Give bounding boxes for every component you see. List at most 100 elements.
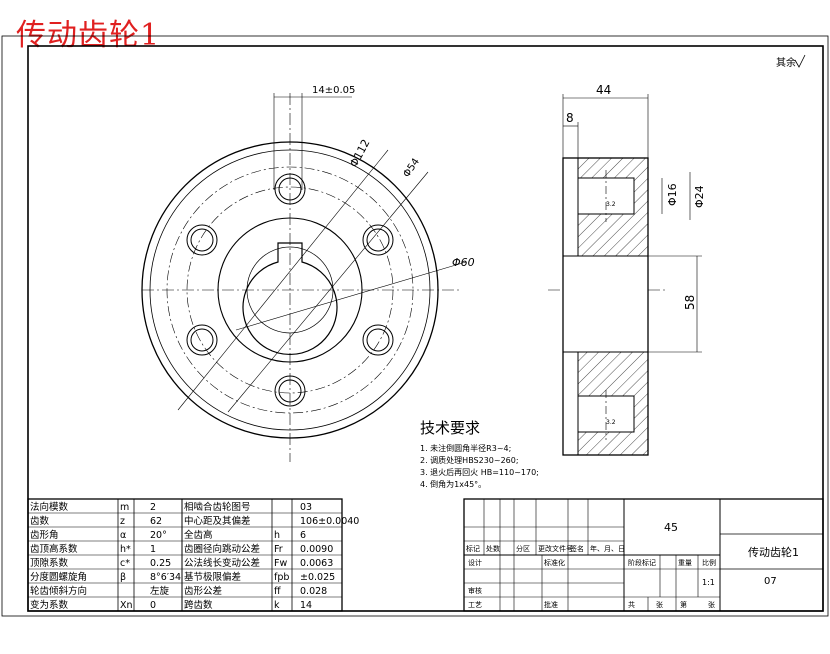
svg-text:第: 第 — [680, 600, 687, 609]
param-value2: 14 — [300, 600, 312, 611]
svg-text:重量: 重量 — [678, 559, 692, 567]
tech-item: 4. 倒角为1x45°。 — [420, 479, 486, 489]
roughness-value-1: 3.2 — [606, 201, 616, 208]
hub-circle — [217, 217, 363, 363]
material-label: 45 — [664, 521, 678, 534]
outer-border — [1, 35, 829, 617]
roughness-symbol-icon — [794, 54, 806, 68]
param-label2: 中心距及其偏差 — [184, 515, 251, 527]
param-value2: 106±0.0040 — [300, 516, 359, 527]
tech-item: 1. 未注倒圆角半径R3~4; — [420, 443, 511, 453]
param-label: 顶隙系数 — [30, 557, 69, 569]
param-symbol: h* — [120, 544, 131, 555]
svg-text:批准: 批准 — [544, 600, 558, 609]
pitch-circle — [166, 166, 414, 414]
drawing-title: 传动齿轮1 — [16, 18, 161, 53]
bolt-holes — [186, 173, 394, 407]
param-value: 左旋 — [150, 585, 170, 597]
title-block-labels: 标记 处数 分区 更改文件号 签名 年、月、日 设计 标准化 阶段标记 重量 比… — [466, 544, 716, 609]
bore-inner-circle — [246, 246, 334, 334]
dim-overall-width: 44 — [596, 83, 611, 97]
param-symbol: α — [120, 530, 126, 541]
section-view — [548, 94, 702, 456]
dim-chamfer-width: 8 — [566, 111, 574, 125]
param-label: 齿形角 — [30, 529, 59, 541]
tech-requirements-heading: 技术要求 — [420, 419, 480, 437]
param-value: 0.25 — [150, 558, 171, 569]
svg-text:处数: 处数 — [486, 544, 500, 553]
param-symbol: Xn — [120, 600, 133, 611]
param-label2: 公法线长变动公差 — [184, 557, 260, 569]
param-value2: 03 — [300, 502, 312, 513]
param-symbol: β — [120, 572, 126, 583]
surface-finish-note: 其余 — [776, 56, 796, 69]
svg-text:分区: 分区 — [516, 544, 530, 553]
svg-text:张: 张 — [708, 600, 715, 609]
dim-height: 58 — [683, 295, 697, 310]
param-label: 轮齿倾斜方向 — [30, 585, 87, 597]
param-value: 62 — [150, 516, 162, 527]
param-label: 法向模数 — [30, 501, 69, 513]
param-value: 20° — [150, 530, 167, 541]
outer-tip-circle — [141, 141, 439, 439]
svg-text:工艺: 工艺 — [468, 601, 482, 609]
param-symbol2: k — [274, 600, 280, 611]
param-value2: 0.0063 — [300, 558, 333, 569]
param-symbol2: Fr — [274, 544, 283, 555]
param-label2: 基节极限偏差 — [184, 571, 241, 583]
svg-text:标记: 标记 — [466, 544, 480, 553]
param-symbol2: Fw — [274, 558, 287, 569]
tech-item: 3. 退火后再回火 HB=110~170; — [420, 467, 539, 477]
dim-small-hole: Φ16 — [666, 183, 679, 206]
dim-line-pitch — [227, 171, 429, 413]
bolt-circle — [186, 186, 394, 394]
param-symbol2: ff — [274, 586, 281, 597]
svg-text:标准化: 标准化 — [544, 558, 565, 567]
param-symbol2: h — [274, 530, 280, 541]
param-label2: 全齿高 — [184, 529, 213, 541]
svg-text:张: 张 — [656, 600, 663, 609]
svg-text:更改文件号: 更改文件号 — [538, 544, 573, 553]
dim-large-hole: Φ24 — [693, 185, 706, 208]
param-symbol2: fpb — [274, 572, 289, 583]
svg-text:阶段标记: 阶段标记 — [628, 558, 656, 567]
param-label2: 相啮合齿轮图号 — [184, 501, 251, 513]
param-label2: 跨齿数 — [184, 599, 213, 611]
param-label2: 齿圈径向跳动公差 — [184, 543, 260, 555]
part-name-label: 传动齿轮1 — [748, 545, 799, 559]
svg-text:比例: 比例 — [702, 558, 716, 567]
param-label: 分度圆螺旋角 — [30, 571, 87, 583]
roughness-value-2: 3.2 — [606, 419, 616, 426]
param-value: 8°6′34 — [150, 572, 181, 583]
dim-line-hub — [235, 261, 467, 331]
tech-item: 2. 调质处理HBS230~260; — [420, 455, 519, 465]
param-symbol: c* — [120, 558, 130, 569]
param-value: 2 — [150, 502, 156, 513]
param-value2: 0.0090 — [300, 544, 333, 555]
svg-text:设计: 设计 — [468, 558, 482, 567]
param-symbol: m — [120, 502, 129, 513]
param-value2: ±0.025 — [300, 572, 335, 583]
param-value: 0 — [150, 600, 156, 611]
param-symbol: z — [120, 516, 125, 527]
dim-face-width: 14±0.05 — [312, 85, 355, 96]
title-block — [463, 498, 824, 612]
param-label: 齿顶高系数 — [30, 543, 78, 555]
dim-hub-dia: Φ60 — [452, 256, 475, 269]
bore-with-keyway — [242, 242, 338, 356]
front-view — [141, 93, 467, 462]
dim-line-outer-dia — [177, 149, 389, 411]
param-value2: 6 — [300, 530, 306, 541]
svg-text:签名: 签名 — [570, 544, 584, 553]
drawing-number-label: 07 — [764, 576, 777, 587]
param-value: 1 — [150, 544, 156, 555]
svg-text:年、月、日: 年、月、日 — [590, 544, 625, 553]
inner-border — [27, 45, 824, 612]
svg-text:共: 共 — [628, 600, 635, 609]
dim-pitch-circle: Φ54 — [401, 156, 422, 179]
param-label2: 齿形公差 — [184, 585, 222, 597]
svg-text:审核: 审核 — [468, 586, 482, 595]
param-label: 齿数 — [30, 515, 50, 527]
